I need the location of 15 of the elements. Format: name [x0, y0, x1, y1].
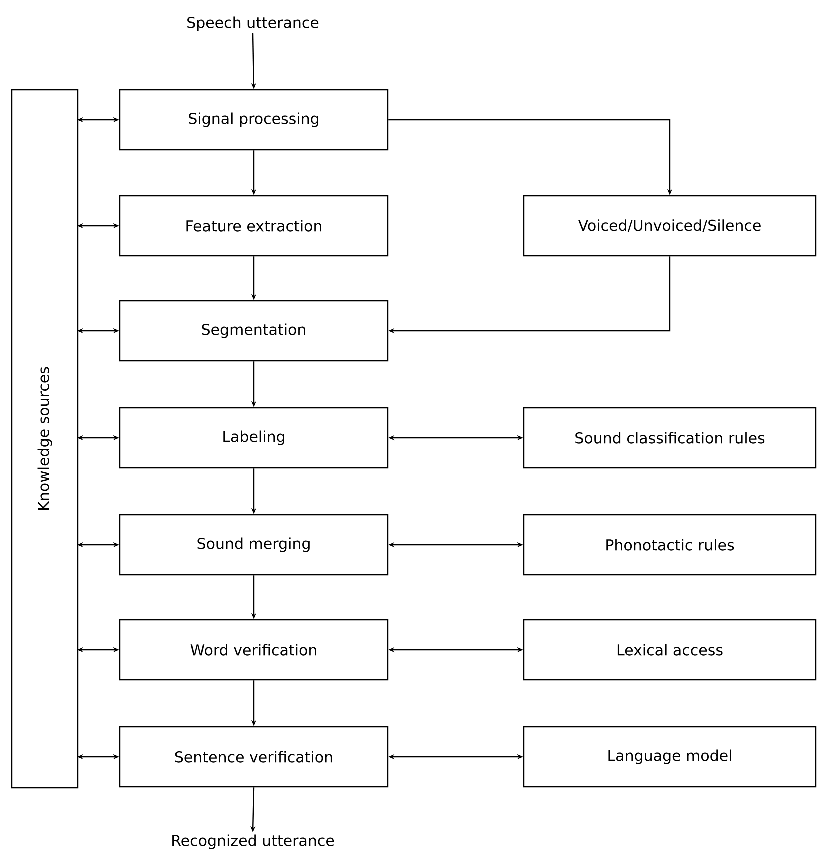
process-box: Segmentation: [119, 300, 389, 362]
knowledge-sources-box: Knowledge sources: [11, 89, 79, 789]
process-box: Sentence verification: [119, 726, 389, 788]
process-box: Sound classification rules: [523, 407, 817, 469]
process-box: Word verification: [119, 619, 389, 681]
process-box: Labeling: [119, 407, 389, 469]
process-box: Sound merging: [119, 514, 389, 576]
process-box: Feature extraction: [119, 195, 389, 257]
process-box: Language model: [523, 726, 817, 788]
process-box: Voiced/Unvoiced/Silence: [523, 195, 817, 257]
utterance-label: Speech utterance: [188, 16, 319, 32]
process-box: Phonotactic rules: [523, 514, 817, 576]
process-box: Signal processing: [119, 89, 389, 151]
process-box: Lexical access: [523, 619, 817, 681]
utterance-label: Recognized utterance: [172, 834, 334, 850]
